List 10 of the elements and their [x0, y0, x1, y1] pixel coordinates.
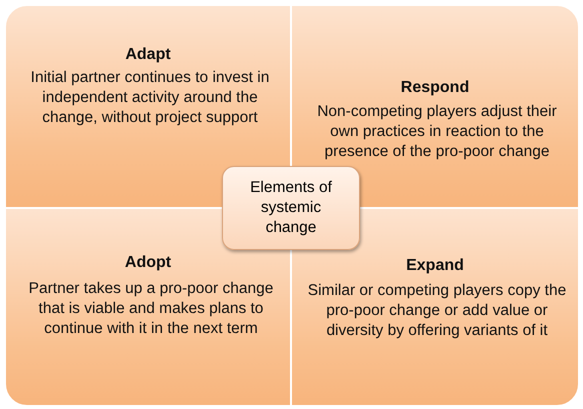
- center-title: Elements of systemic change: [249, 178, 333, 238]
- quadrant-description: Initial partner continues to invest in independent activity around the change, without project support: [30, 68, 270, 128]
- quadrant-description: Partner takes up a pro-poor change that is viable and makes plans to continue with it in the next term: [28, 279, 274, 339]
- quadrant-heading: Adopt: [124, 254, 172, 272]
- quadrant-heading: Expand: [406, 257, 464, 275]
- quadrant-heading: Adapt: [125, 46, 171, 64]
- quadrant-description: Non-competing players adjust their own practices in reaction to the presence of the pro-poor change: [316, 102, 558, 162]
- quadrant-description: Similar or competing players copy the pro-poor change or add value or diversity by offering variants of it: [306, 281, 568, 341]
- quadrant-heading: Respond: [400, 79, 470, 97]
- center-box: [222, 166, 360, 250]
